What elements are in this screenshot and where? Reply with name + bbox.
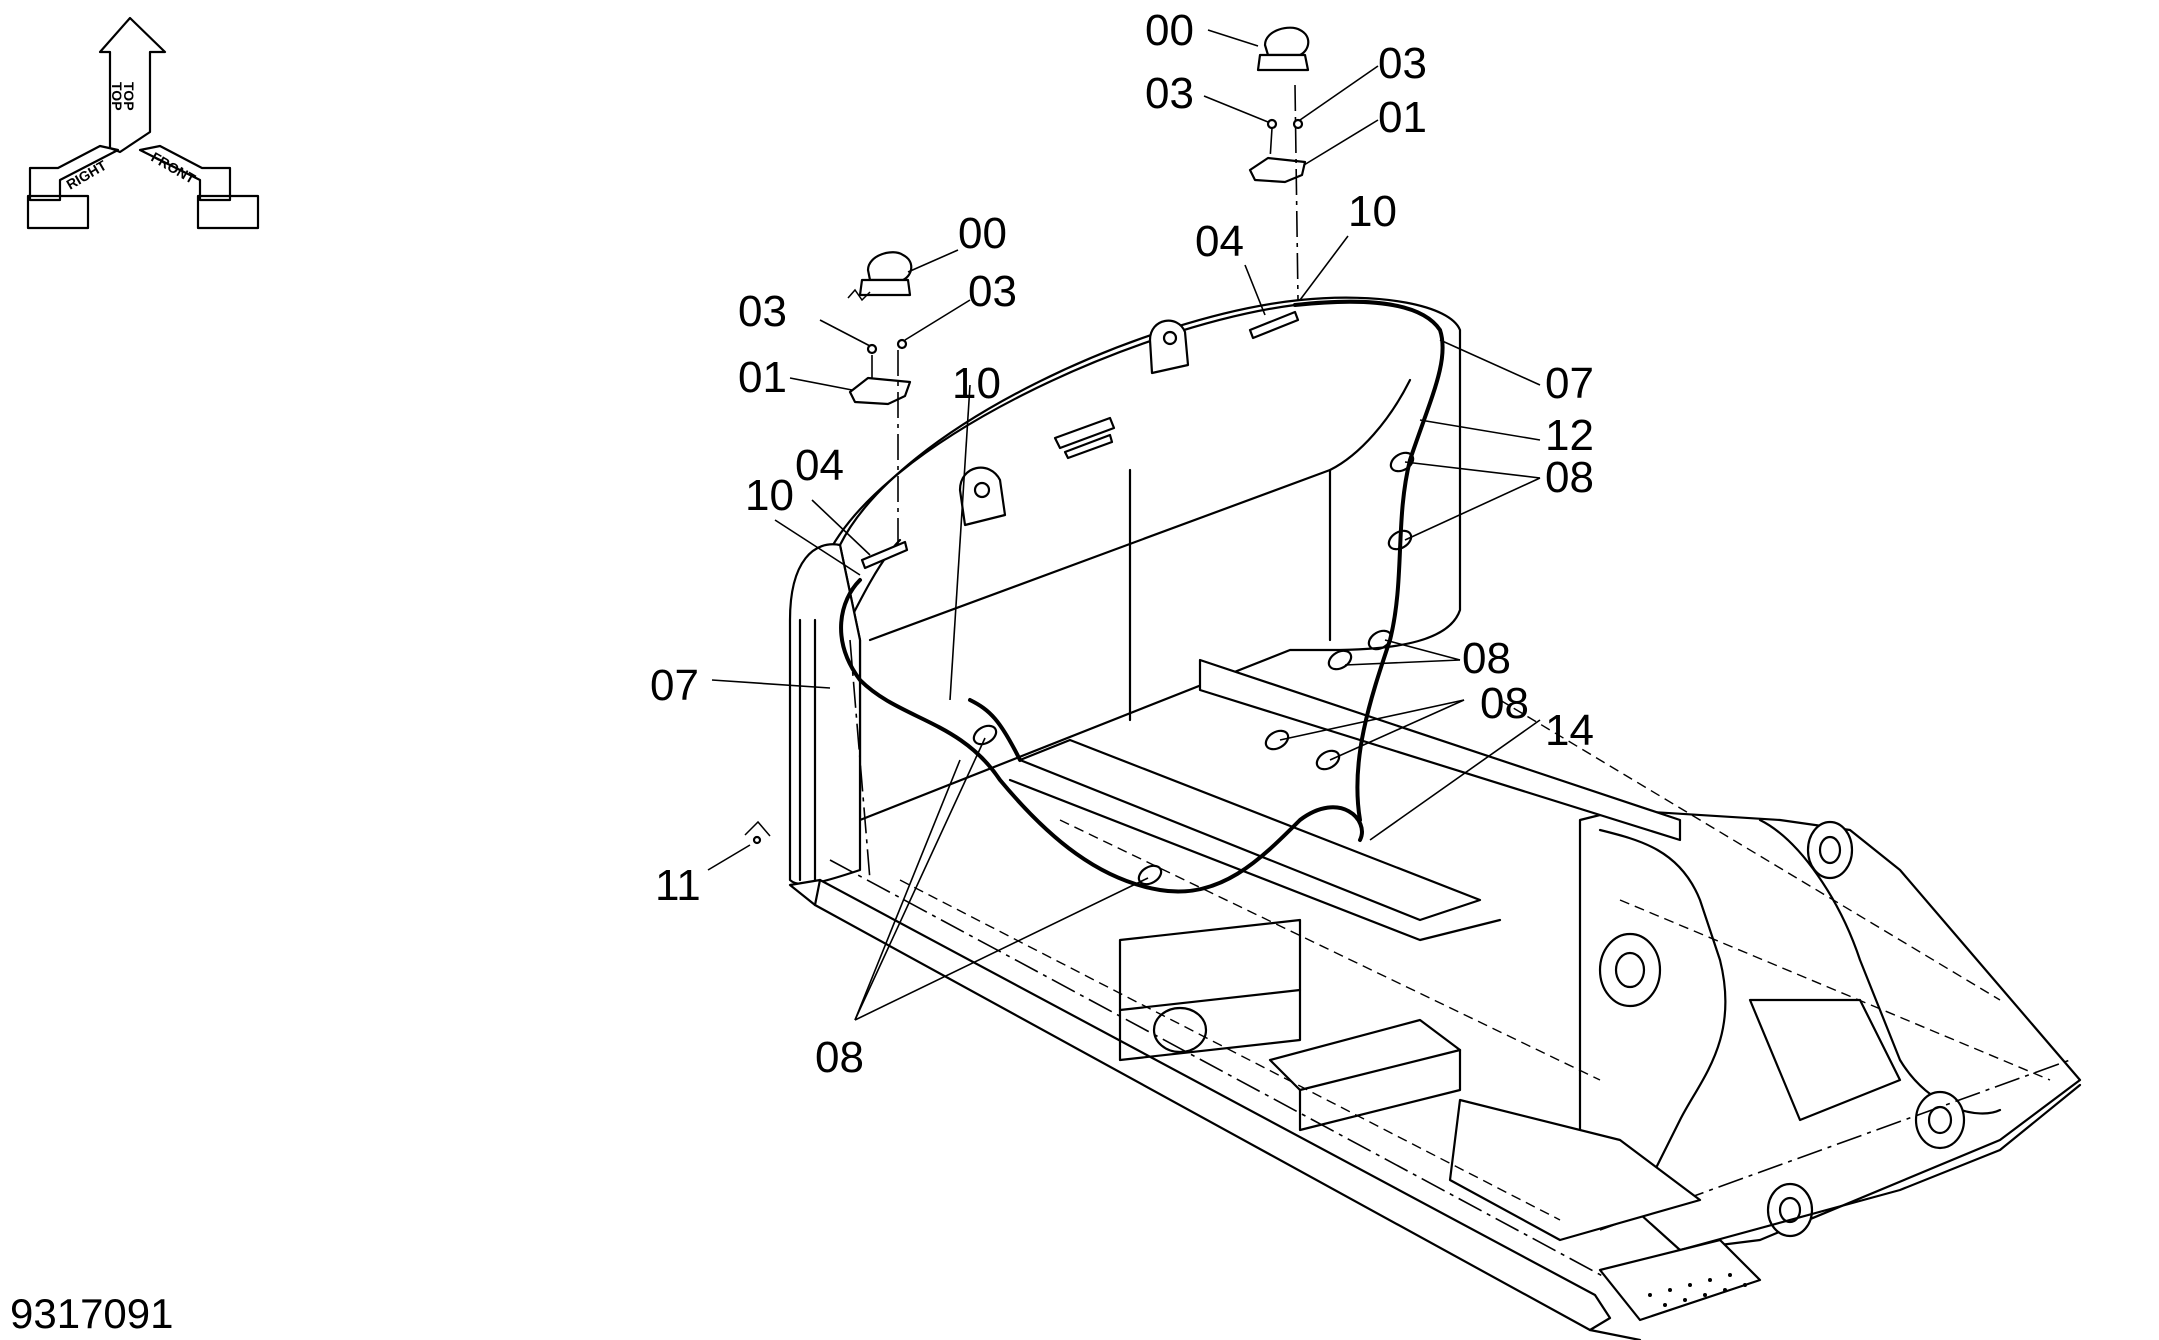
bracket-left: [848, 376, 912, 406]
callout-03-right-a: 03: [1378, 39, 1427, 88]
screw-right-b: [1292, 118, 1304, 130]
screw-left-a: [866, 343, 878, 355]
mount-pad-left: [860, 540, 909, 570]
compass-top-label: TOP: [121, 82, 137, 111]
compass-top-label-mirror: TOP: [109, 82, 125, 111]
clamp-08-h: [1137, 864, 1163, 886]
frame-assembly: [788, 296, 2082, 1340]
beacon-lamp-right-icon: [1256, 26, 1310, 72]
pivot-boss-1: [1806, 820, 1854, 880]
clamp-08-b: [1387, 529, 1413, 551]
clamp-08-a: [1389, 451, 1415, 473]
callout-00-right: 00: [1145, 6, 1194, 55]
beacon-lamp-left-icon: [847, 251, 913, 302]
callout-10-right: 10: [1348, 187, 1397, 236]
step-plate: [1448, 1098, 1762, 1322]
clamp-08-d: [1327, 649, 1353, 671]
compass-front-label: FRONT: [149, 149, 199, 187]
clamp-08-c: [1367, 629, 1393, 651]
clamp-08-g: [972, 724, 998, 746]
pivot-boss-3: [1914, 1090, 1966, 1150]
drawing-number: 9317091: [10, 1290, 174, 1337]
screw-left-b: [896, 338, 908, 350]
callout-12: 12: [1545, 411, 1594, 460]
callout-01-right: 01: [1378, 93, 1427, 142]
pivot-boss-2: [1598, 932, 1662, 1008]
callout-04-left: 04: [795, 441, 844, 490]
callout-04-right: 04: [1195, 217, 1244, 266]
bracket-right: [1248, 156, 1307, 184]
callout-03-right-b: 03: [1145, 69, 1194, 118]
callout-01-left: 01: [738, 353, 787, 402]
work-light-left: [847, 251, 913, 570]
orientation-triad-icon: TOP TOP RIGHT FRONT: [26, 16, 260, 230]
clamp-08-f: [1315, 749, 1341, 771]
callout-07-left: 07: [650, 661, 699, 710]
callout-08-upper: 08: [1545, 453, 1594, 502]
clamp-08-e: [1264, 729, 1290, 751]
work-light-right: [1248, 26, 1310, 340]
callout-08-bottom: 08: [815, 1033, 864, 1082]
callout-00-left: 00: [958, 209, 1007, 258]
callout-10-left-top: 10: [952, 359, 1001, 408]
callout-08-mid: 08: [1462, 634, 1511, 683]
callout-11: 11: [655, 861, 701, 910]
wire-tie-11: [744, 820, 771, 837]
pivot-boss-4: [1766, 1182, 1814, 1238]
callout-03-left-b: 03: [968, 267, 1017, 316]
screw-right-a: [1266, 118, 1278, 130]
callout-07-right: 07: [1545, 359, 1594, 408]
callout-labels: 00 03 03 01 10 04 07 12 08 00 03 03 01 1…: [650, 6, 1594, 1082]
mount-pad-right: [1248, 310, 1300, 340]
callout-10-left: 10: [745, 471, 794, 520]
callout-08-center: 08: [1480, 679, 1529, 728]
callout-14: 14: [1545, 706, 1594, 755]
leader-lines: [707, 29, 1541, 1021]
callout-03-left-a: 03: [738, 287, 787, 336]
